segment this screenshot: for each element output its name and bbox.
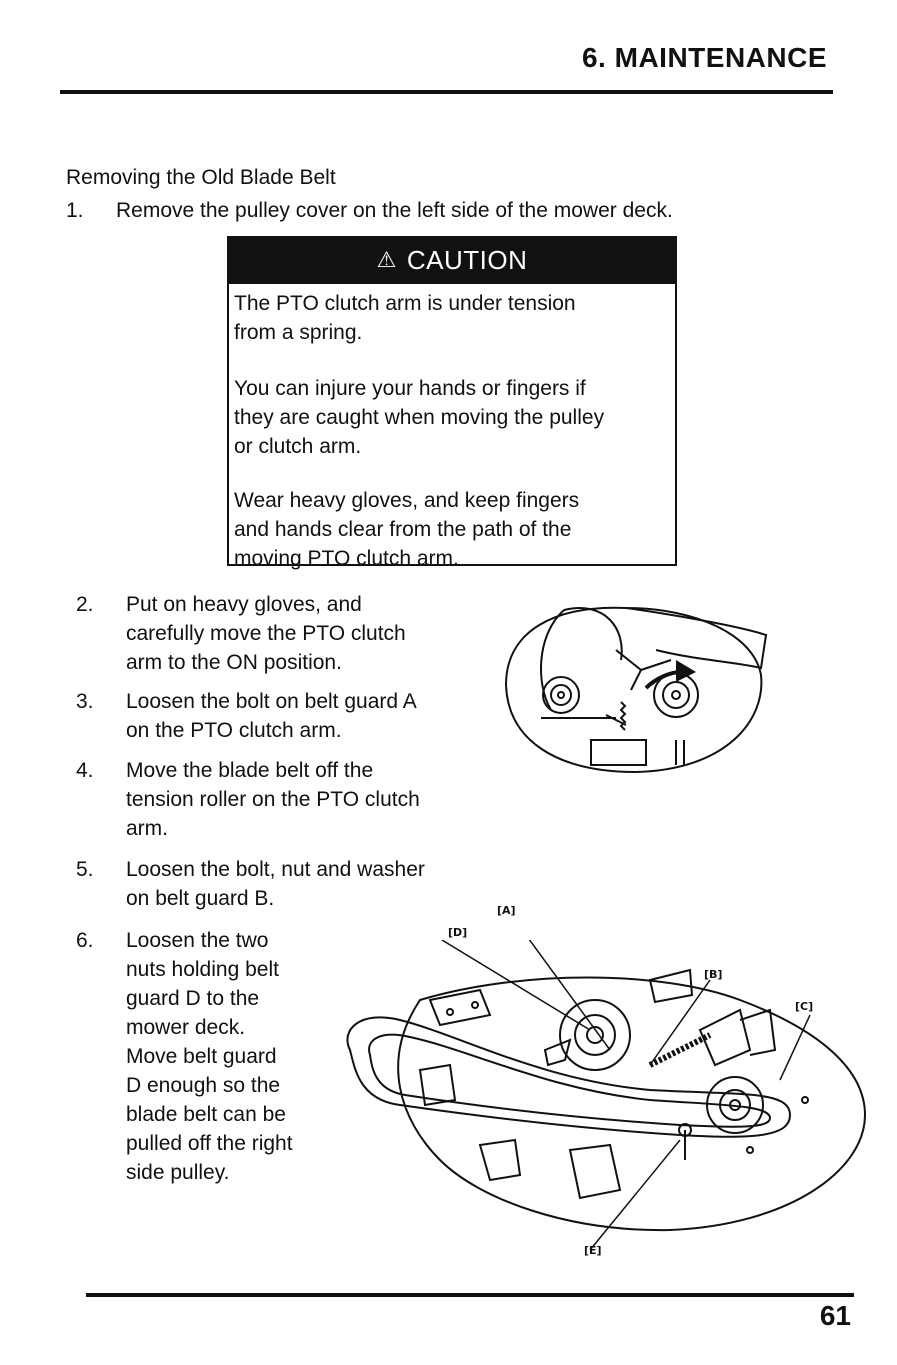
caution-line: and hands clear from the path of the bbox=[234, 518, 572, 541]
caution-line: they are caught when moving the pulley bbox=[234, 406, 605, 429]
step-line: Put on heavy gloves, and bbox=[126, 593, 362, 616]
caution-paragraph-2: You can injure your hands or fingers if … bbox=[234, 374, 674, 461]
callout-b: [B] bbox=[704, 968, 723, 981]
step-line: guard D to the bbox=[126, 987, 260, 1010]
step-line: side pulley. bbox=[126, 1161, 230, 1184]
callout-e: [E] bbox=[584, 1244, 602, 1257]
step-number: 5. bbox=[76, 858, 94, 881]
pto-clutch-arm-illustration bbox=[504, 606, 768, 774]
caution-line: You can injure your hands or fingers if bbox=[234, 377, 586, 400]
step-number: 2. bbox=[76, 593, 94, 616]
footer-rule bbox=[86, 1293, 854, 1297]
mower-deck-illustration bbox=[346, 940, 867, 1251]
step-text: Loosen the two nuts holding belt guard D… bbox=[126, 926, 293, 1187]
page-number: 61 bbox=[819, 1300, 851, 1331]
step-2: 2. Put on heavy gloves, and carefully mo… bbox=[76, 590, 496, 680]
step-text: Move the blade belt off the tension roll… bbox=[126, 756, 420, 843]
caution-line: Wear heavy gloves, and keep fingers bbox=[234, 489, 580, 512]
callout-d: [D] bbox=[448, 926, 468, 939]
caution-line: or clutch arm. bbox=[234, 435, 362, 458]
step-1: 1. Remove the pulley cover on the left s… bbox=[66, 196, 886, 226]
section-title: Removing the Old Blade Belt bbox=[66, 166, 336, 189]
step-3: 3. Loosen the bolt on belt guard A on th… bbox=[76, 687, 496, 747]
step-line: Loosen the two bbox=[126, 929, 269, 952]
step-4: 4. Move the blade belt off the tension r… bbox=[76, 756, 496, 846]
step-line: tension roller on the PTO clutch bbox=[126, 788, 420, 811]
caution-line: The PTO clutch arm is under tension bbox=[234, 292, 576, 315]
caution-line: from a spring. bbox=[234, 321, 363, 344]
step-line: on the PTO clutch arm. bbox=[126, 719, 342, 742]
header-rule bbox=[60, 90, 833, 94]
warning-icon: ⚠ bbox=[376, 247, 397, 272]
caution-box bbox=[227, 236, 677, 566]
step-line: arm. bbox=[126, 817, 168, 840]
step-number: 1. bbox=[66, 199, 84, 222]
step-line: mower deck. bbox=[126, 1016, 246, 1039]
caution-header: ⚠ CAUTION bbox=[227, 236, 677, 284]
step-6: 6. Loosen the two nuts holding belt guar… bbox=[76, 926, 356, 1188]
step-line: nuts holding belt bbox=[126, 958, 279, 981]
step-line: D enough so the bbox=[126, 1074, 281, 1097]
step-line: arm to the ON position. bbox=[126, 651, 342, 674]
step-line: carefully move the PTO clutch bbox=[126, 622, 406, 645]
step-line: pulled off the right bbox=[126, 1132, 293, 1155]
step-line: Move belt guard bbox=[126, 1045, 277, 1068]
step-line: on belt guard B. bbox=[126, 887, 275, 910]
caution-paragraph-1: The PTO clutch arm is under tension from… bbox=[234, 289, 674, 347]
step-line: Loosen the bolt, nut and washer bbox=[126, 858, 425, 881]
step-text: Remove the pulley cover on the left side… bbox=[116, 199, 673, 222]
step-text: Loosen the bolt on belt guard A on the P… bbox=[126, 687, 417, 745]
step-line: Move the blade belt off the bbox=[126, 759, 374, 782]
section-header: 6. MAINTENANCE bbox=[581, 42, 827, 73]
step-5: 5. Loosen the bolt, nut and washer on be… bbox=[76, 855, 496, 915]
step-text: Loosen the bolt, nut and washer on belt … bbox=[126, 855, 425, 913]
step-line: blade belt can be bbox=[126, 1103, 286, 1126]
step-line: Loosen the bolt on belt guard A bbox=[126, 690, 417, 713]
step-number: 6. bbox=[76, 929, 94, 952]
step-number: 3. bbox=[76, 690, 94, 713]
caution-paragraph-3: Wear heavy gloves, and keep fingers and … bbox=[234, 486, 674, 573]
callout-c: [C] bbox=[795, 1000, 814, 1013]
step-number: 4. bbox=[76, 759, 94, 782]
caution-line: moving PTO clutch arm. bbox=[234, 547, 459, 570]
caution-title: CAUTION bbox=[406, 244, 528, 275]
step-text: Put on heavy gloves, and carefully move … bbox=[126, 590, 406, 677]
callout-a: [A] bbox=[497, 904, 516, 917]
